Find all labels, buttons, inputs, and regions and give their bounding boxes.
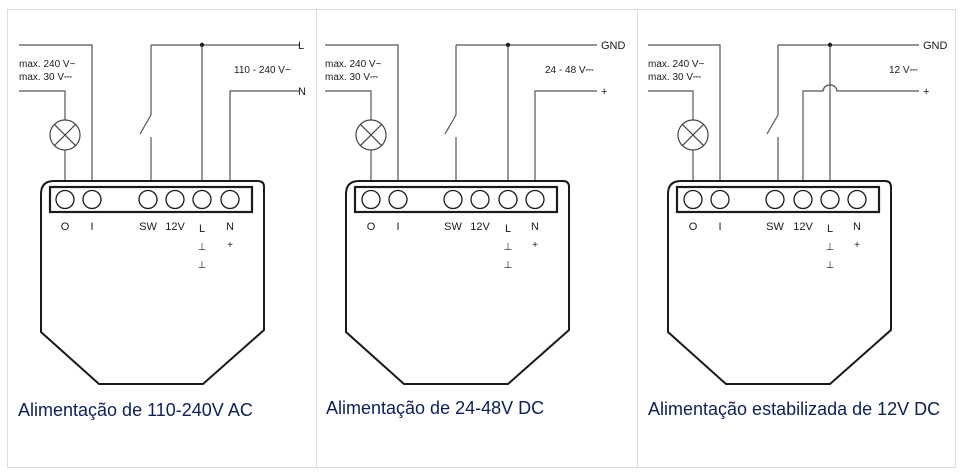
ground-symbol-icon: ⊥ [504, 260, 513, 271]
terminal-label-12V: 12V [470, 221, 490, 233]
terminal-label-O: O [61, 221, 70, 233]
terminal-12V [470, 189, 490, 210]
terminal-label-SW: SW [139, 221, 157, 233]
load-rating-ac: max. 240 V~ [19, 59, 76, 70]
terminal-N [847, 189, 867, 210]
caption-dc-12v: Alimentação estabilizada de 12V DC [648, 399, 941, 419]
line-label-gnd: GND [923, 40, 948, 52]
ground-symbol-icon: ⊥ [826, 242, 835, 253]
load-rating-ac: max. 240 V~ [648, 59, 705, 70]
line-label-plus: + [601, 86, 607, 98]
wire-input [19, 44, 93, 182]
caption-ac: Alimentação de 110-240V AC [18, 400, 253, 420]
terminal-L [192, 189, 212, 210]
terminal-12V [165, 189, 185, 210]
supply-voltage-label: 12 V⎓ [889, 65, 918, 76]
wire-input [648, 44, 721, 182]
load-rating-ac: max. 240 V~ [325, 59, 382, 70]
load-wires: max. 240 V~ max. 30 V⎓ [19, 44, 93, 182]
device-body: O I SW 12V L N ⊥ ⊥ + [667, 180, 892, 385]
ground-symbol-icon: ⊥ [826, 260, 835, 271]
terminal-label-N: N [531, 221, 539, 233]
load-wires: max. 240 V~ max. 30 V⎓ [648, 44, 721, 182]
panel-ac-supply: max. 240 V~ max. 30 V⎓ L N 110 - 240 V~ [8, 10, 316, 467]
line-label-plus: + [923, 86, 929, 98]
plus-symbol-icon: + [227, 240, 233, 251]
wiring-diagram-grid: max. 240 V~ max. 30 V⎓ L N 110 - 240 V~ [7, 9, 956, 468]
terminal-I [388, 189, 408, 210]
line-label-L: L [298, 40, 304, 52]
switch-wires: GND + 12 V⎓ [766, 40, 948, 182]
terminal-label-I: I [396, 221, 399, 233]
wire-N [534, 90, 597, 182]
terminal-label-12V: 12V [793, 221, 813, 233]
terminal-O [361, 189, 381, 210]
terminal-N [525, 189, 545, 210]
terminal-label-L: L [827, 223, 833, 235]
load-wires: max. 240 V~ max. 30 V⎓ [325, 44, 399, 182]
line-label-gnd: GND [601, 40, 626, 52]
terminal-label-O: O [367, 221, 376, 233]
ground-symbol-icon: ⊥ [504, 242, 513, 253]
lamp-icon [677, 119, 709, 151]
terminal-label-I: I [718, 221, 721, 233]
panel-dc-24-48-supply: max. 240 V~ max. 30 V⎓ GND + 24 - 48 V⎓ [316, 10, 637, 467]
terminal-12V [793, 189, 813, 210]
ground-symbol-icon: ⊥ [198, 242, 207, 253]
terminal-I [710, 189, 730, 210]
terminal-N [220, 189, 240, 210]
wiring-diagram-ac: max. 240 V~ max. 30 V⎓ L N 110 - 240 V~ [19, 40, 306, 385]
terminal-label-12V: 12V [165, 221, 185, 233]
wire-load-top [325, 90, 372, 120]
plus-symbol-icon: + [854, 240, 860, 251]
terminal-label-N: N [226, 221, 234, 233]
wire-load-top [648, 90, 694, 120]
supply-voltage-label: 110 - 240 V~ [234, 65, 291, 76]
lamp-icon [49, 119, 81, 151]
wire-input [325, 44, 399, 182]
load-rating-dc: max. 30 V⎓ [325, 72, 378, 83]
terminal-label-L: L [199, 223, 205, 235]
terminal-O [55, 189, 75, 210]
terminal-label-L: L [505, 223, 511, 235]
plus-symbol-icon: + [532, 240, 538, 251]
terminal-SW [443, 189, 463, 210]
wire-load-top [19, 90, 66, 120]
terminal-label-SW: SW [444, 221, 462, 233]
wiring-diagram-dc-24-48: max. 240 V~ max. 30 V⎓ GND + 24 - 48 V⎓ [325, 40, 626, 385]
line-label-N: N [298, 86, 306, 98]
panel-dc-12v-supply: max. 240 V~ max. 30 V⎓ GND + 12 V⎓ [637, 10, 955, 467]
ground-symbol-icon: ⊥ [198, 260, 207, 271]
wire-N [229, 90, 300, 182]
terminal-label-O: O [689, 221, 698, 233]
terminal-label-I: I [90, 221, 93, 233]
terminal-label-SW: SW [766, 221, 784, 233]
terminal-SW [138, 189, 158, 210]
switch-lever-icon [766, 114, 779, 135]
terminal-SW [765, 189, 785, 210]
wire-12v-crossover [802, 84, 919, 182]
switch-wires: L N 110 - 240 V~ [139, 40, 306, 182]
wiring-diagram-dc-12v: max. 240 V~ max. 30 V⎓ GND + 12 V⎓ [648, 40, 948, 385]
switch-lever-icon [444, 114, 457, 135]
terminal-L [820, 189, 840, 210]
terminal-O [683, 189, 703, 210]
device-body: O I SW 12V L N ⊥ ⊥ + [40, 180, 265, 385]
switch-lever-icon [139, 114, 152, 135]
terminal-L [498, 189, 518, 210]
lamp-icon [355, 119, 387, 151]
load-rating-dc: max. 30 V⎓ [648, 72, 701, 83]
terminal-I [82, 189, 102, 210]
terminal-label-N: N [853, 221, 861, 233]
device-body: O I SW 12V L N ⊥ ⊥ + [345, 180, 570, 385]
caption-dc-24-48: Alimentação de 24-48V DC [326, 398, 545, 418]
load-rating-dc: max. 30 V⎓ [19, 72, 72, 83]
supply-voltage-label: 24 - 48 V⎓ [545, 65, 594, 76]
switch-wires: GND + 24 - 48 V⎓ [444, 40, 626, 182]
